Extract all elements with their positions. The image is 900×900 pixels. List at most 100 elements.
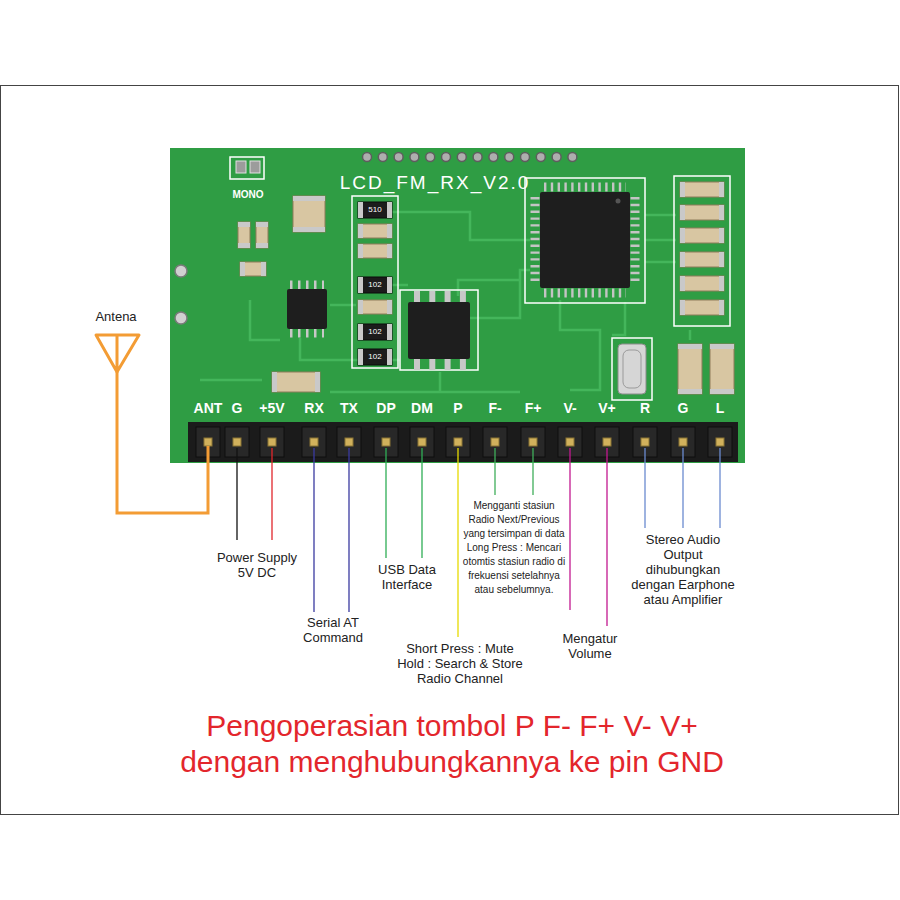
header-pin (566, 438, 574, 446)
antenna-symbol (96, 335, 139, 372)
silkscreen-outline (400, 290, 478, 370)
leader-line (385, 448, 386, 558)
callout-text: Stereo Audio Output dihubungkan dengan E… (630, 532, 736, 607)
chip-pins (290, 329, 324, 338)
smd-component (680, 205, 724, 220)
pin-label: P (453, 400, 462, 417)
header-pin (603, 438, 611, 446)
component-end (358, 224, 363, 238)
qfp-chip (535, 187, 635, 293)
component-end (358, 277, 363, 293)
header-pin (378, 153, 387, 162)
component-end (680, 228, 685, 243)
component-end (358, 244, 363, 258)
component-body (678, 344, 702, 394)
header-pin (552, 153, 561, 162)
callout-text: Power Supply 5V DC (213, 550, 301, 580)
chip-pins (414, 291, 466, 303)
chip-pins (544, 183, 626, 192)
leader-line (606, 448, 607, 626)
component-end (719, 252, 724, 267)
passive-components (238, 182, 734, 394)
leader-line (719, 448, 720, 528)
component-body (680, 252, 724, 267)
smd-component (358, 324, 392, 340)
component-body (710, 344, 734, 394)
component-end (238, 222, 250, 227)
component-end (710, 389, 734, 394)
resistor-code: 102 (368, 280, 381, 289)
header-pin (426, 153, 435, 162)
header-pin (410, 153, 419, 162)
callout-text: Antena (95, 309, 136, 324)
header-pin (521, 153, 530, 162)
component-body (358, 202, 392, 218)
leader-line (313, 448, 314, 612)
eeprom-chip (408, 297, 470, 364)
smd-component (680, 252, 724, 267)
leader-line (348, 448, 349, 612)
pcb-trace (200, 379, 262, 382)
leader-line (532, 448, 533, 495)
smd-component (272, 372, 320, 392)
crystal (618, 344, 646, 394)
component-end (719, 228, 724, 243)
component-end (387, 349, 392, 365)
component-end (680, 252, 685, 267)
amplifier-chip (287, 285, 327, 333)
chip-pins (631, 197, 640, 285)
pin-label: +5V (259, 400, 284, 417)
leader-lines (96, 335, 720, 637)
smd-component (238, 222, 250, 248)
pcb-trace (560, 300, 600, 390)
leader-line (494, 448, 495, 495)
component-end (387, 277, 392, 293)
chip-body (540, 192, 630, 288)
pin-label: R (640, 400, 650, 417)
component-end (719, 276, 724, 291)
header-pin (491, 438, 499, 446)
component-end (719, 182, 724, 197)
smd-component (358, 300, 392, 314)
smd-component (680, 300, 724, 315)
component-end (678, 344, 702, 349)
header-pin (233, 438, 241, 446)
smd-component (680, 276, 724, 291)
header-pin (454, 438, 462, 446)
silkscreen-label: MONO (232, 189, 263, 201)
caption-note: Pengoperasian tombol P F- F+ V- V+ denga… (172, 708, 732, 780)
component-end (293, 196, 325, 201)
pin-label: DP (376, 400, 395, 417)
smd-component (710, 344, 734, 394)
component-end (293, 227, 325, 232)
leader-line (271, 448, 272, 540)
pin-label: V+ (598, 400, 616, 417)
component-end (680, 182, 685, 197)
header-pin (529, 438, 537, 446)
pin1-dot (616, 199, 621, 204)
smd-component (358, 202, 392, 218)
header-pin (679, 438, 687, 446)
component-end (387, 202, 392, 218)
pcb-trace (330, 391, 520, 394)
leader-line (569, 448, 570, 610)
silkscreen-outlines (230, 157, 730, 400)
component-body (256, 222, 268, 248)
frame-border (1, 86, 899, 815)
header-pin (382, 438, 390, 446)
component-body (240, 262, 266, 276)
mounting-hole (175, 312, 187, 324)
header-pin (473, 153, 482, 162)
board-name: LCD_FM_RX_V2.0 (340, 172, 531, 194)
leader-line (457, 448, 458, 637)
component-end (358, 300, 363, 314)
component-body (358, 324, 392, 340)
pin-label: TX (340, 400, 358, 417)
antenna-wire (117, 372, 208, 513)
pin-label: L (716, 400, 725, 417)
callout-text: Serial AT Command (301, 615, 365, 645)
component-body (238, 222, 250, 248)
component-body (358, 349, 392, 365)
component-body (680, 228, 724, 243)
header-pin (418, 438, 426, 446)
